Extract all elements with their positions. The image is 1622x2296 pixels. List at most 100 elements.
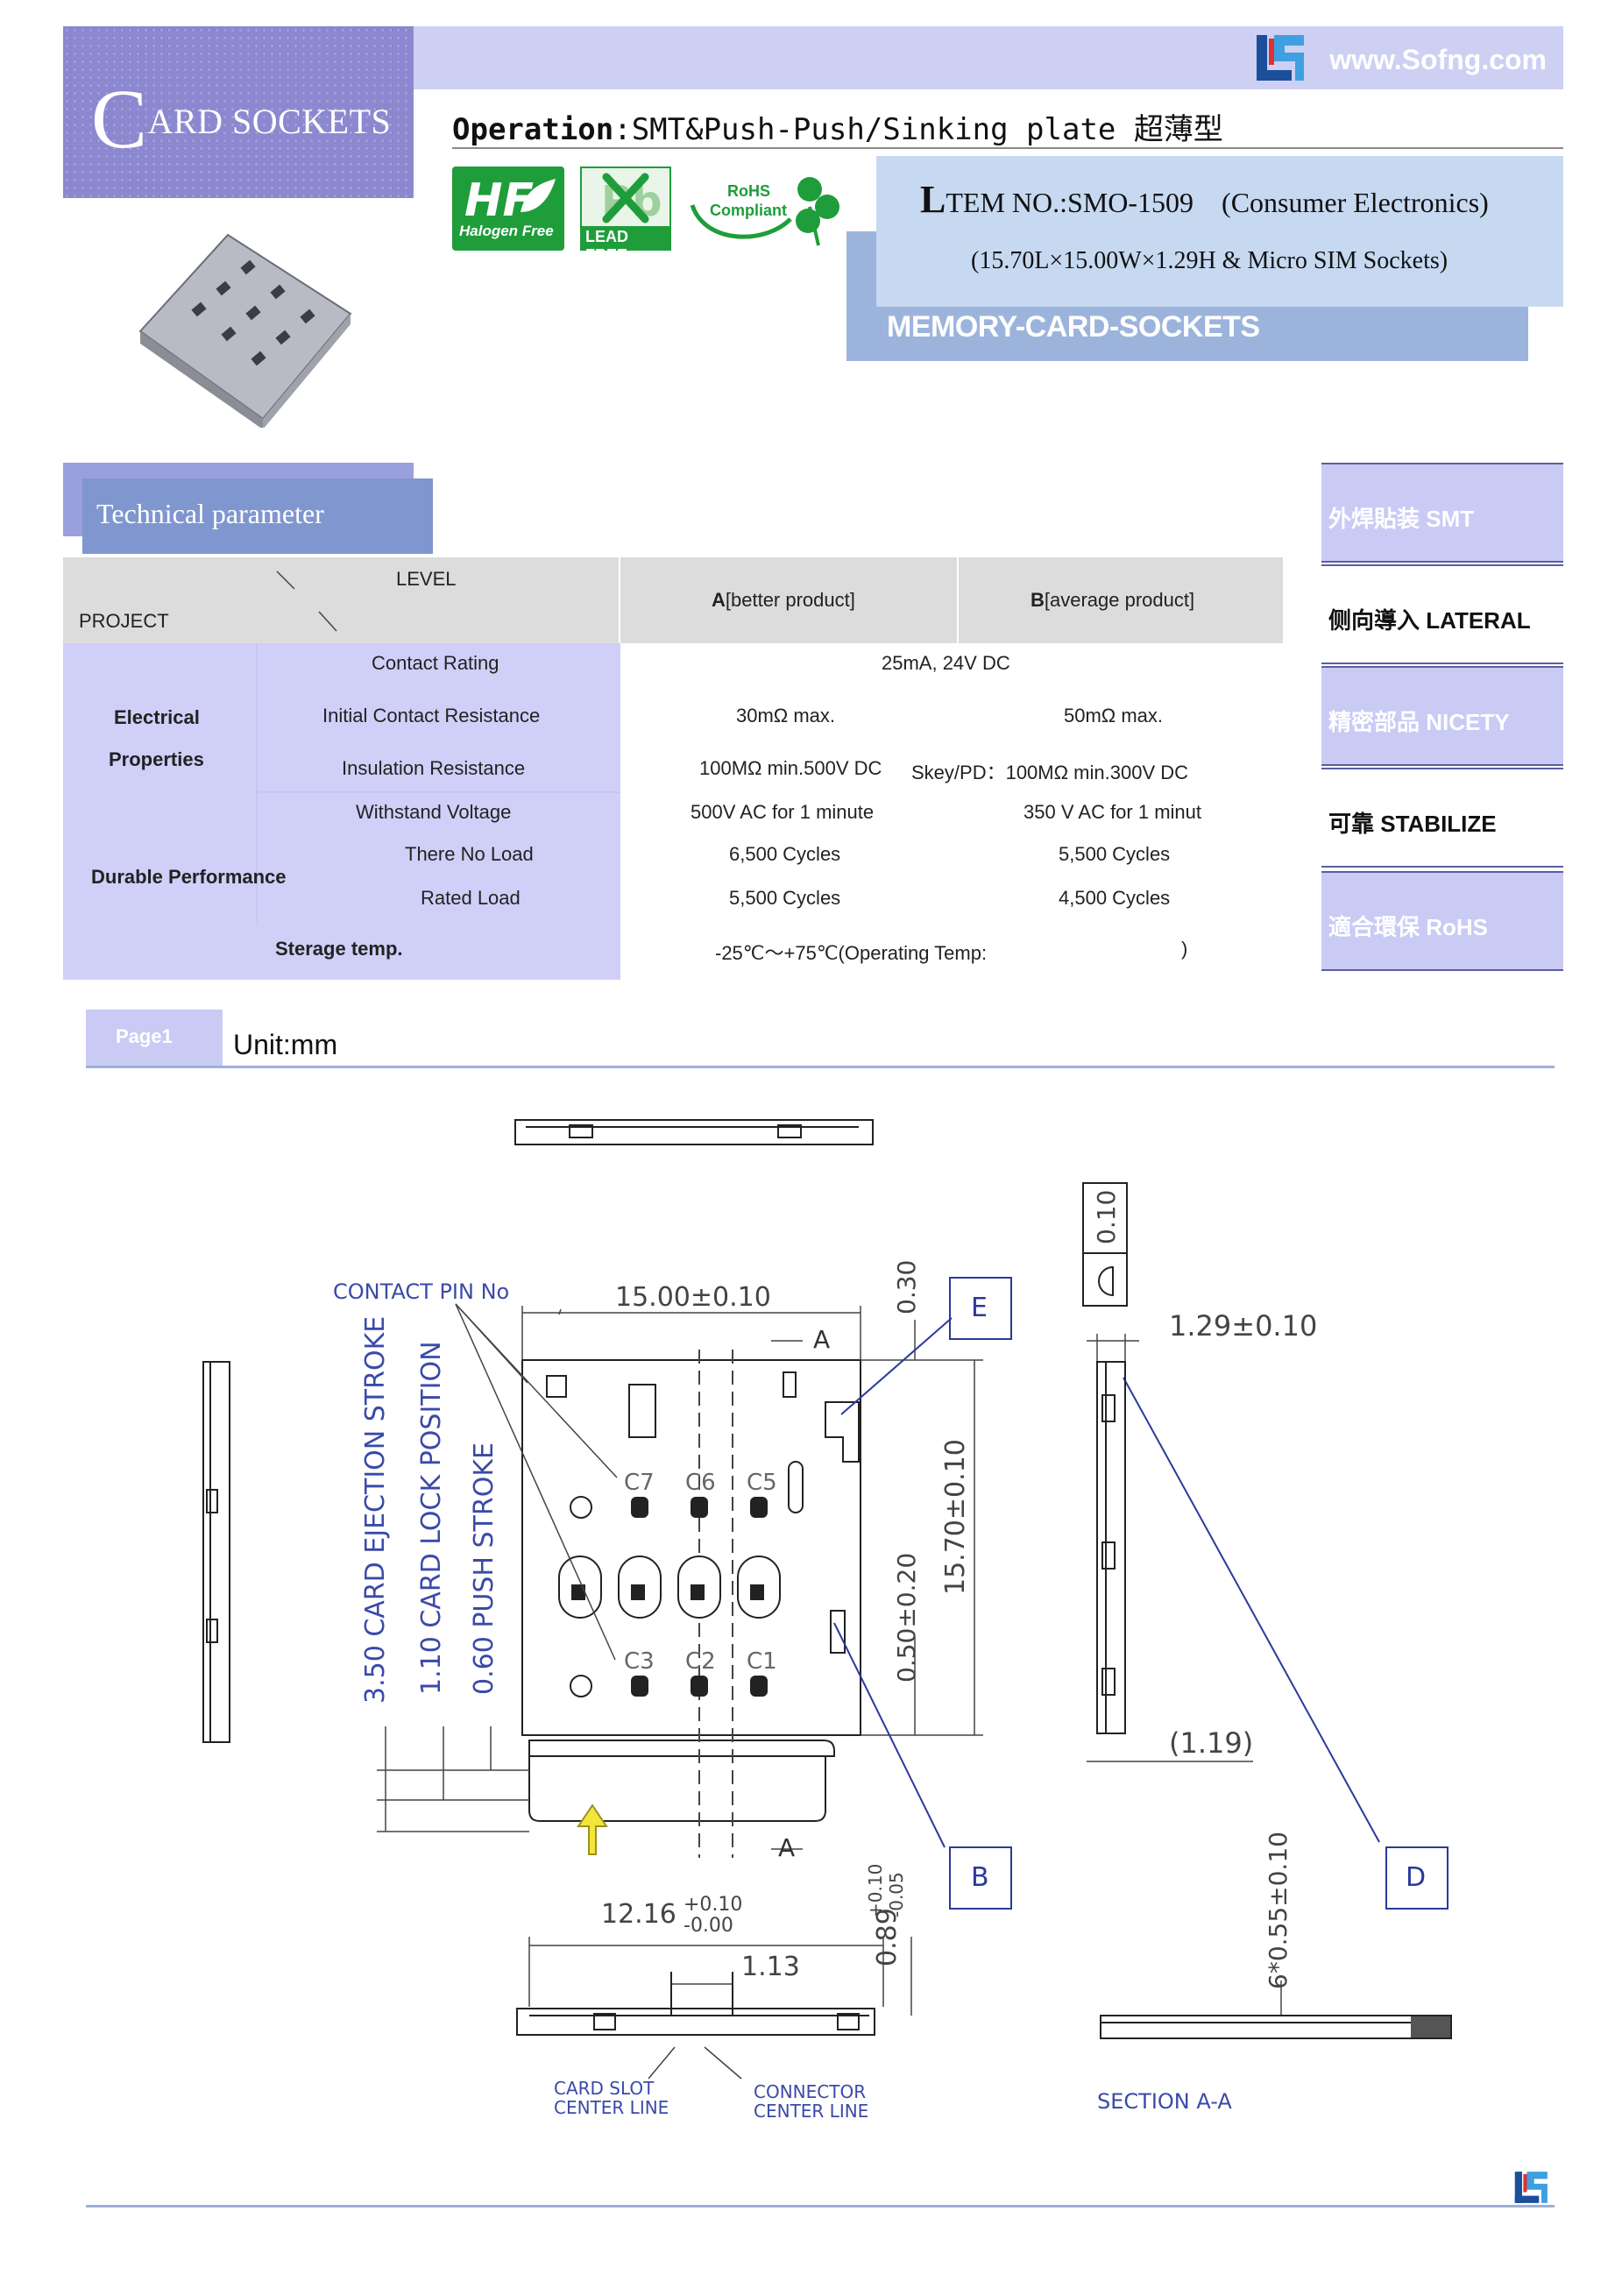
table-header-project: PROJECT <box>79 610 169 632</box>
lead-free-badge: Pb LEAD FREE <box>580 167 671 264</box>
pin-label-c6: C6 <box>685 1470 716 1496</box>
dim-050: 0.50±0.20 <box>892 1553 921 1683</box>
dim-113: 1.13 <box>741 1952 800 1982</box>
dim-1216: 12.16 <box>601 1899 676 1930</box>
label-b: B <box>971 1862 989 1893</box>
lead-free-icon: Pb <box>601 173 662 226</box>
label-d: D <box>1406 1862 1426 1893</box>
rohs-badge: RoHS Compliant <box>687 167 841 251</box>
row-storage-close: ) <box>1181 938 1188 960</box>
row-no-load: There No Load <box>405 843 534 865</box>
sofng-logo-icon <box>1257 35 1304 81</box>
table-header <box>63 557 1283 643</box>
memory-card-sockets-label: MEMORY-CARD-SOCKETS <box>887 310 1260 344</box>
card-slot-label-1: CARD SLOT <box>554 2078 655 2099</box>
dim-089-tol-up: +0.10 <box>865 1864 886 1917</box>
row-withstand-b: 350 V AC for 1 minut <box>1023 801 1201 823</box>
table-header-b: B[average product] <box>1031 589 1195 611</box>
insert-arrow-icon <box>577 1803 608 1855</box>
row-no-load-b: 5,500 Cycles <box>1059 843 1171 865</box>
item-dimensions: (15.70L×15.00W×1.29H & Micro SIM Sockets… <box>971 247 1448 274</box>
dim-pitch: 6*0.55±0.10 <box>1264 1832 1293 1989</box>
dim-push: 0.60 PUSH STROKE <box>469 1442 499 1695</box>
card-slot-label-2: CENTER LINE <box>554 2097 669 2118</box>
feature-nicety: 精密部品 NICETY <box>1321 666 1563 766</box>
lead-free-label: LEAD FREE <box>585 228 628 264</box>
storage-label: Sterage temp. <box>275 938 403 960</box>
pin-label-c5: C5 <box>747 1470 777 1496</box>
page-tab[interactable]: Page1 <box>86 1010 223 1066</box>
unit-divider <box>86 1066 1555 1068</box>
dim-length: 15.70±0.10 <box>940 1439 971 1595</box>
row-initial-resistance-a: 30mΩ max. <box>736 705 836 726</box>
row-withstand-a: 500V AC for 1 minute <box>691 801 875 823</box>
item-number: LTEM NO.:SMO-1509 (Consumer Electronics) <box>920 178 1489 221</box>
group-electrical: Electrical <box>114 706 200 728</box>
top-view-outline <box>514 1119 874 1145</box>
section-aa-label: SECTION A-A <box>1097 2089 1232 2114</box>
row-initial-resistance: Initial Contact Resistance <box>322 705 541 726</box>
dim-1216-tol-down: -0.00 <box>684 1915 733 1937</box>
footer-logo-icon <box>1514 2172 1548 2203</box>
row-rated-load-a: 5,500 Cycles <box>729 887 841 909</box>
row-insulation: Insulation Resistance <box>342 757 526 779</box>
brand-block <box>63 26 414 198</box>
group-durable: Durable Performance <box>91 866 287 888</box>
halogen-leaf-icon: HF <box>464 174 556 227</box>
rohs-compliant-label: Compliant <box>710 202 787 219</box>
row-contact-rating: Contact Rating <box>372 652 499 674</box>
main-view-outline <box>521 1359 861 1736</box>
dim-ejection: 3.50 CARD EJECTION STROKE <box>360 1316 391 1704</box>
item-box <box>876 156 1563 307</box>
halogen-free-badge: HF Halogen Free <box>452 167 564 251</box>
dim-010: 0.10 <box>1092 1190 1121 1244</box>
label-box-e <box>949 1277 1012 1340</box>
section-mark-top: A <box>813 1325 830 1354</box>
dim-089: 0.89 <box>872 1908 903 1966</box>
dim-119: (1.19) <box>1169 1726 1253 1760</box>
row-no-load-a: 6,500 Cycles <box>729 843 841 865</box>
unit-label: Unit:mm <box>233 1029 338 1060</box>
dim-lock: 1.10 CARD LOCK POSITION <box>416 1341 447 1695</box>
feature-rohs: 適合環保 RoHS <box>1321 871 1563 971</box>
dim-089-tol-down: -0.05 <box>886 1872 907 1917</box>
dim-height: 1.29±0.10 <box>1169 1309 1317 1343</box>
table-divider <box>256 643 258 922</box>
pin-label-c3: C3 <box>624 1648 655 1675</box>
table-header-level: LEVEL <box>396 568 457 590</box>
feature-smt: 外焊貼装 SMT <box>1321 463 1563 563</box>
footer-divider <box>86 2205 1555 2207</box>
rohs-clover-icon <box>690 177 839 246</box>
table-group-column <box>63 643 620 980</box>
brand-title: CARD SOCKETS <box>91 72 392 166</box>
row-initial-resistance-b: 50mΩ max. <box>1064 705 1164 726</box>
tech-title-bg-front <box>82 478 433 554</box>
row-insulation-a: 100MΩ min.500V DC <box>699 757 882 779</box>
row-contact-rating-value: 25mA, 24V DC <box>882 652 1010 674</box>
table-divider <box>619 557 620 643</box>
website-url[interactable]: www.Sofng.com <box>1329 44 1547 75</box>
table-header-diagonal <box>276 570 337 632</box>
pin-label-c1: C1 <box>747 1648 777 1675</box>
row-rated-load-b: 4,500 Cycles <box>1059 887 1171 909</box>
contact-pin-label: CONTACT PIN No <box>333 1279 509 1304</box>
rohs-label: RoHS <box>727 182 770 200</box>
pin-label-c2: C2 <box>685 1648 716 1675</box>
feature-lateral: 侧向導入 LATERAL <box>1321 564 1563 664</box>
product-photo <box>138 233 352 428</box>
table-divider <box>957 557 959 643</box>
label-box-b <box>949 1846 1012 1910</box>
operation-line: Operation:SMT&Push-Push/Sinking plate 超薄… <box>452 112 1223 147</box>
operation-divider <box>452 147 1563 149</box>
connector-label-2: CENTER LINE <box>754 2101 868 2122</box>
pin-label-c7: C7 <box>624 1470 655 1496</box>
table-header-a: A[better product] <box>712 589 855 611</box>
table-divider <box>256 791 620 793</box>
technical-drawing: C7 C6 C5 C3 C2 C1 A A <box>202 1119 1452 2122</box>
row-storage-value: -25℃～+75℃(Operating Temp: <box>715 942 988 964</box>
row-withstand: Withstand Voltage <box>356 801 512 823</box>
dim-1216-tol-up: +0.10 <box>684 1894 742 1916</box>
connector-label-1: CONNECTOR <box>754 2081 866 2102</box>
section-mark-bottom: A <box>778 1833 795 1862</box>
svg-text:HF: HF <box>464 174 534 227</box>
